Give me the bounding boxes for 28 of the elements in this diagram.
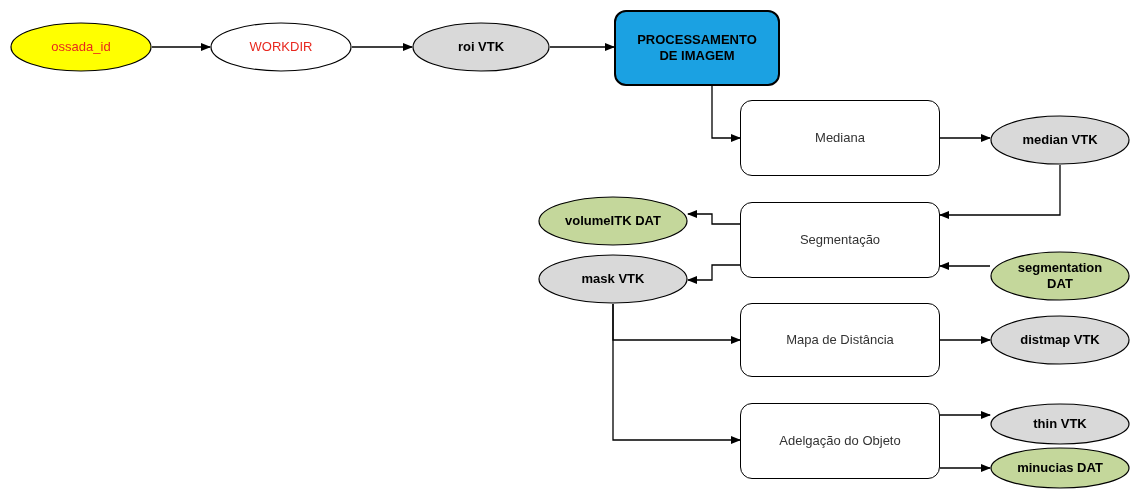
main-process-box: PROCESSAMENTO DE IMAGEM [614, 10, 780, 86]
arrow [939, 164, 1061, 219]
arrow [939, 134, 991, 142]
data-ellipse: minucias DAT [990, 447, 1130, 489]
arrow [687, 210, 741, 225]
directory-ellipse: WORKDIR [210, 22, 352, 72]
data-ellipse: volumeITK DAT [538, 196, 688, 246]
process-box: Mediana [740, 100, 940, 176]
data-ellipse: roi VTK [412, 22, 550, 72]
arrow [687, 264, 741, 284]
arrow [939, 336, 991, 344]
data-ellipse: thin VTK [990, 403, 1130, 445]
data-ellipse: distmap VTK [990, 315, 1130, 365]
start-ellipse: ossada_id [10, 22, 152, 72]
arrow [612, 303, 741, 444]
arrow [939, 411, 991, 419]
data-ellipse: mask VTK [538, 254, 688, 304]
arrow [151, 43, 211, 51]
arrow [939, 464, 991, 472]
data-ellipse: segmentation DAT [990, 251, 1130, 301]
arrow [549, 43, 615, 51]
process-box: Mapa de Distância [740, 303, 940, 377]
arrow [351, 43, 413, 51]
process-box: Segmentação [740, 202, 940, 278]
arrow [939, 262, 991, 270]
data-ellipse: median VTK [990, 115, 1130, 165]
process-box: Adelgação do Objeto [740, 403, 940, 479]
arrow [711, 85, 741, 142]
